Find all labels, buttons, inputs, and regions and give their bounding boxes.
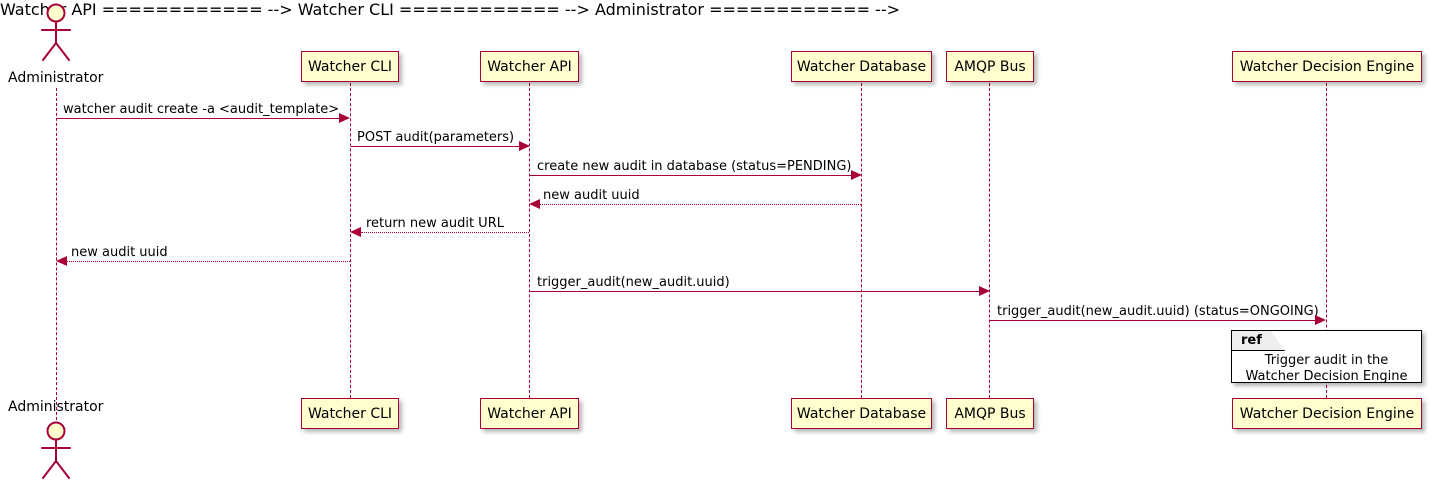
message-label-1: watcher audit create -a <audit_template> [63, 102, 340, 117]
message-arrowhead-5 [350, 227, 361, 237]
participant-amqp-bus-top[interactable]: AMQP Bus [946, 51, 1034, 82]
message-arrowhead-7 [979, 286, 990, 296]
message-line-4 [540, 204, 861, 205]
lifeline-watcher-api [529, 83, 530, 398]
participant-label: AMQP Bus [954, 58, 1026, 75]
participant-watcher-decision-engine-bottom[interactable]: Watcher Decision Engine [1232, 398, 1422, 429]
lifeline-watcher-cli [350, 83, 351, 398]
participant-watcher-api-bottom[interactable]: Watcher API [480, 398, 579, 429]
message-line-7 [530, 291, 985, 292]
ref-fragment-body: Trigger audit in the Watcher Decision En… [1232, 353, 1421, 385]
participant-label: Watcher Database [796, 405, 927, 422]
participant-label: Watcher Database [796, 58, 927, 75]
actor-label-administrator-top: Administrator [8, 70, 104, 86]
message-line-8 [990, 320, 1321, 321]
lifeline-watcher-decision-engine [1326, 83, 1327, 398]
message-label-3: create new audit in database (status=PEN… [537, 159, 852, 174]
participant-label: Watcher CLI [307, 405, 393, 422]
message-arrowhead-4 [529, 199, 540, 209]
message-arrowhead-1 [339, 113, 350, 123]
message-line-2 [351, 146, 525, 147]
participant-label: Watcher API [487, 405, 572, 422]
participant-amqp-bus-bottom[interactable]: AMQP Bus [946, 398, 1034, 429]
message-arrowhead-6 [56, 256, 67, 266]
ref-fragment-line-1: Trigger audit in the [1264, 353, 1389, 368]
participant-watcher-cli-bottom[interactable]: Watcher CLI [301, 398, 399, 429]
message-arrowhead-2 [519, 141, 530, 151]
lifeline-amqp-bus [989, 83, 990, 398]
participant-watcher-api-top[interactable]: Watcher API [480, 51, 579, 82]
lifeline-administrator [56, 88, 57, 420]
message-line-6 [67, 261, 350, 262]
participant-label: AMQP Bus [954, 405, 1026, 422]
participant-watcher-database-bottom[interactable]: Watcher Database [791, 398, 932, 429]
participant-watcher-database-top[interactable]: Watcher Database [791, 51, 932, 82]
message-label-8: trigger_audit(new_audit.uuid) (status=ON… [997, 304, 1319, 319]
participant-watcher-cli-top[interactable]: Watcher CLI [301, 51, 399, 82]
message-label-2: POST audit(parameters) [357, 130, 515, 145]
actor-figure-icon [41, 3, 71, 61]
message-label-6: new audit uuid [71, 245, 168, 260]
participant-watcher-decision-engine-top[interactable]: Watcher Decision Engine [1232, 51, 1422, 82]
message-arrowhead-8 [1315, 315, 1326, 325]
message-label-7: trigger_audit(new_audit.uuid) [537, 275, 730, 290]
participant-label: Watcher API [487, 58, 572, 75]
actor-label-administrator-bottom: Administrator [8, 399, 104, 415]
message-label-4: new audit uuid [543, 188, 640, 203]
participant-label: Watcher CLI [307, 58, 393, 75]
message-line-3 [530, 175, 857, 176]
ref-fragment: ref Trigger audit in the Watcher Decisio… [1231, 330, 1422, 385]
message-label-5: return new audit URL [366, 216, 504, 231]
actor-administrator-top [34, 2, 79, 62]
ref-fragment-tag: ref [1241, 333, 1262, 348]
message-arrowhead-3 [851, 170, 862, 180]
lifeline-watcher-database [861, 83, 862, 398]
actor-administrator-bottom [34, 420, 79, 480]
participant-label: Watcher Decision Engine [1239, 58, 1415, 75]
message-line-1 [57, 118, 345, 119]
participant-label: Watcher Decision Engine [1239, 405, 1415, 422]
ref-fragment-line-2: Watcher Decision Engine [1245, 369, 1408, 384]
message-line-5 [361, 232, 529, 233]
ref-fragment-tab: ref [1232, 331, 1285, 351]
actor-figure-icon [41, 421, 71, 479]
